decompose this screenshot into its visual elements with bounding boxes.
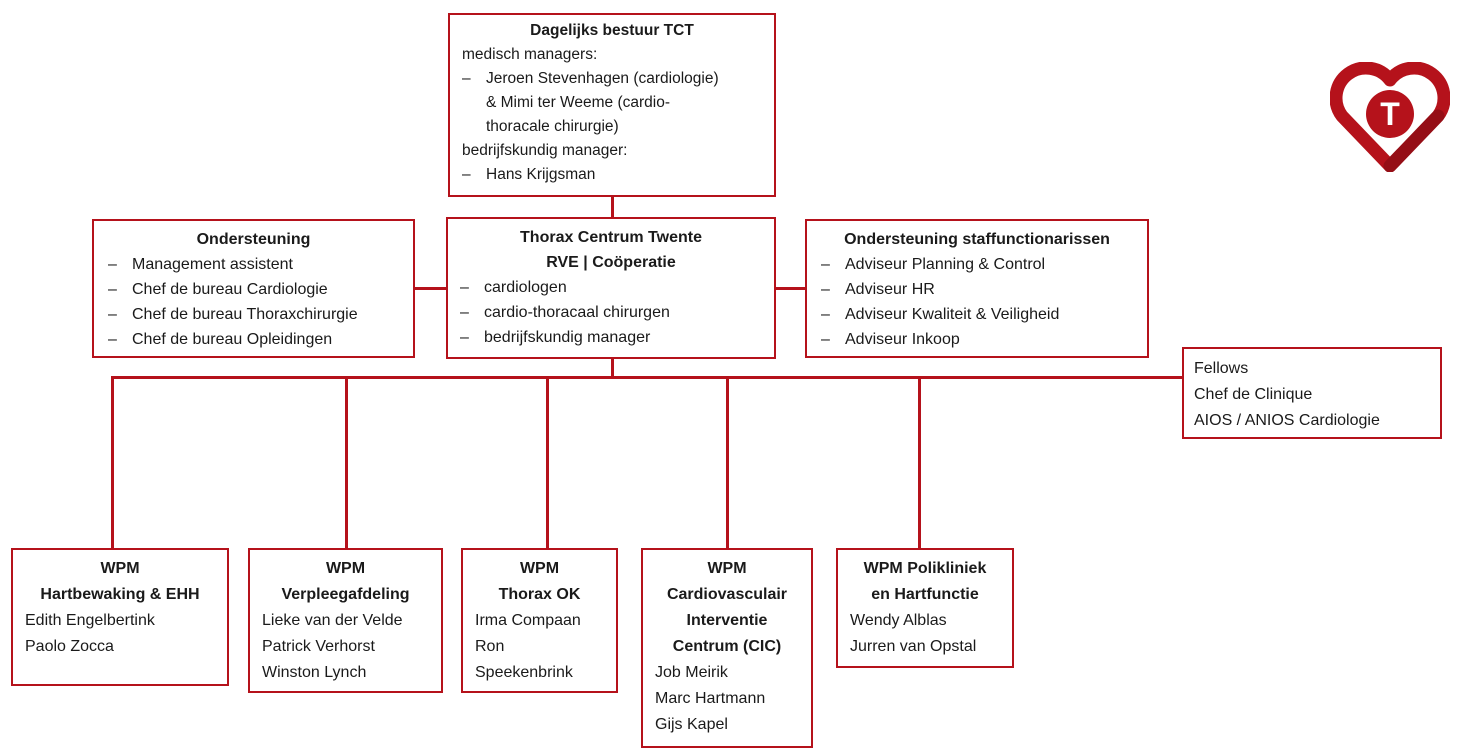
rve-item: –cardio-thoracaal chirurgen bbox=[460, 304, 670, 321]
connector-drop-2 bbox=[345, 376, 348, 550]
connector-drop-4 bbox=[726, 376, 729, 550]
staff-support-item: –Adviseur HR bbox=[821, 281, 935, 298]
wpm-name: Ron bbox=[475, 638, 505, 655]
board-line: medisch managers: bbox=[462, 46, 598, 63]
connector-bus bbox=[111, 376, 1184, 379]
wpm-title: Centrum (CIC) bbox=[672, 638, 782, 655]
connector-center-right bbox=[774, 287, 806, 290]
staff-support-title: Ondersteuning staffunctionarissen bbox=[844, 231, 1110, 248]
board-item-cont: thoracale chirurgie) bbox=[486, 118, 619, 135]
rve-subtitle: RVE | Coöperatie bbox=[546, 254, 676, 271]
wpm-title: Cardiovasculair bbox=[666, 586, 788, 603]
wpm-name: Patrick Verhorst bbox=[262, 638, 375, 655]
connector-drop-1 bbox=[111, 376, 114, 550]
support-item: –Chef de bureau Thoraxchirurgie bbox=[108, 306, 358, 323]
wpm-title: WPM bbox=[100, 560, 140, 577]
connector-top-center bbox=[611, 195, 614, 219]
staff-support-box: Ondersteuning staffunctionarissen –Advis… bbox=[805, 219, 1149, 358]
wpm-box-verpleegafdeling: WPM Verpleegafdeling Lieke van der Velde… bbox=[248, 548, 443, 693]
wpm-name: Winston Lynch bbox=[262, 664, 367, 681]
tct-heart-logo: T bbox=[1329, 61, 1451, 173]
board-item: –Hans Krijgsman bbox=[462, 166, 596, 183]
wpm-name: Irma Compaan bbox=[475, 612, 581, 629]
board-title: Dagelijks bestuur TCT bbox=[530, 22, 694, 39]
wpm-title: Interventie bbox=[686, 612, 768, 629]
wpm-name: Job Meirik bbox=[655, 664, 728, 681]
wpm-box-cic: WPM Cardiovasculair Interventie Centrum … bbox=[641, 548, 813, 748]
wpm-title: WPM Polikliniek bbox=[863, 560, 987, 577]
rve-item: –cardiologen bbox=[460, 279, 567, 296]
wpm-name: Lieke van der Velde bbox=[262, 612, 403, 629]
wpm-box-hartbewaking: WPM Hartbewaking & EHH Edith Engelbertin… bbox=[11, 548, 229, 686]
wpm-title: Hartbewaking & EHH bbox=[40, 586, 200, 603]
wpm-name: Paolo Zocca bbox=[25, 638, 114, 655]
board-line: bedrijfskundig manager: bbox=[462, 142, 628, 159]
wpm-box-thorax-ok: WPM Thorax OK Irma Compaan Ron Speekenbr… bbox=[461, 548, 618, 693]
staff-support-item: –Adviseur Kwaliteit & Veiligheid bbox=[821, 306, 1060, 323]
wpm-title: Verpleegafdeling bbox=[281, 586, 410, 603]
connector-left-center bbox=[413, 287, 448, 290]
wpm-name: Wendy Alblas bbox=[850, 612, 947, 629]
fellows-box: Fellows Chef de Clinique AIOS / ANIOS Ca… bbox=[1182, 347, 1442, 439]
connector-drop-5 bbox=[918, 376, 921, 550]
support-box: Ondersteuning –Management assistent –Che… bbox=[92, 219, 415, 358]
wpm-title: WPM bbox=[519, 560, 560, 577]
board-item-cont: & Mimi ter Weeme (cardio- bbox=[486, 94, 671, 111]
support-title: Ondersteuning bbox=[196, 231, 311, 248]
wpm-box-polikliniek: WPM Polikliniek en Hartfunctie Wendy Alb… bbox=[836, 548, 1014, 668]
board-box: Dagelijks bestuur TCT medisch managers: … bbox=[448, 13, 776, 197]
board-item: –Jeroen Stevenhagen (cardiologie) bbox=[462, 70, 719, 87]
wpm-name: Marc Hartmann bbox=[655, 690, 766, 707]
wpm-title: en Hartfunctie bbox=[871, 586, 979, 603]
support-item: –Chef de bureau Opleidingen bbox=[108, 331, 333, 348]
wpm-name: Gijs Kapel bbox=[655, 716, 728, 733]
logo-letter: T bbox=[1380, 96, 1400, 132]
support-item: –Management assistent bbox=[108, 256, 293, 273]
support-item: –Chef de bureau Cardiologie bbox=[108, 281, 328, 298]
fellows-line: AIOS / ANIOS Cardiologie bbox=[1194, 412, 1380, 429]
wpm-title: WPM bbox=[707, 560, 747, 577]
wpm-title: WPM bbox=[325, 560, 366, 577]
staff-support-item: –Adviseur Planning & Control bbox=[821, 256, 1046, 273]
fellows-line: Fellows bbox=[1194, 360, 1249, 377]
rve-item: –bedrijfskundig manager bbox=[460, 329, 651, 346]
wpm-title: Thorax OK bbox=[498, 586, 581, 603]
wpm-name: Speekenbrink bbox=[475, 664, 573, 681]
fellows-line: Chef de Clinique bbox=[1194, 386, 1313, 403]
connector-drop-3 bbox=[546, 376, 549, 550]
rve-title: Thorax Centrum Twente bbox=[520, 229, 702, 246]
wpm-name: Edith Engelbertink bbox=[25, 612, 155, 629]
staff-support-item: –Adviseur Inkoop bbox=[821, 331, 960, 348]
connector-center-bus bbox=[611, 357, 614, 378]
wpm-name: Jurren van Opstal bbox=[850, 638, 977, 655]
rve-box: Thorax Centrum Twente RVE | Coöperatie –… bbox=[446, 217, 776, 359]
